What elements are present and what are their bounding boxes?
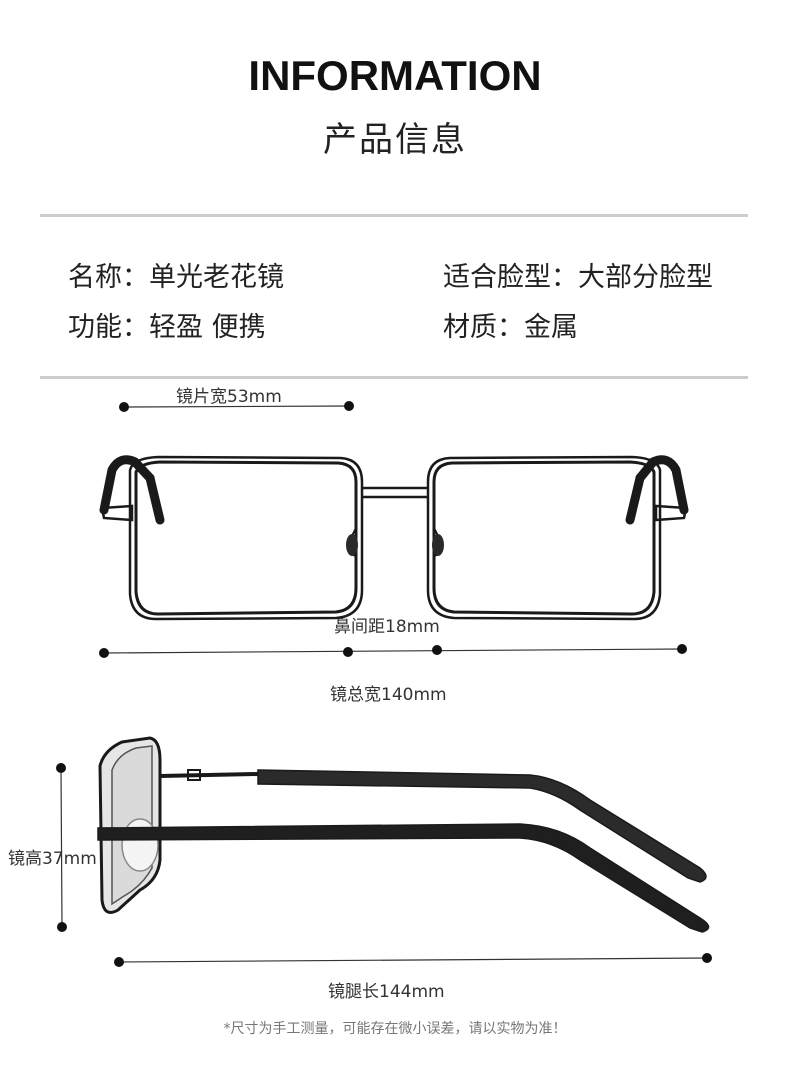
temple-length-label: 镜腿长144mm xyxy=(328,982,445,1002)
spec-name: 名称：单光老花镜 xyxy=(68,262,284,293)
bridge-width-label: 鼻间距18mm xyxy=(334,617,440,637)
spec-material: 材质：金属 xyxy=(443,312,578,343)
divider-bottom xyxy=(40,376,748,379)
total-width-measure xyxy=(99,644,687,658)
lens-height-label: 镜高37mm xyxy=(8,849,97,869)
title-chinese: 产品信息 xyxy=(323,120,467,160)
lens-width-measure xyxy=(119,401,354,412)
glasses-side-view xyxy=(97,736,710,933)
temple-length-measure xyxy=(114,953,712,967)
measurement-disclaimer: *尺寸为手工测量，可能存在微小误差，请以实物为准！ xyxy=(223,1021,567,1037)
title-english: INFORMATION xyxy=(248,52,542,99)
spec-function: 功能：轻盈 便携 xyxy=(68,312,266,343)
total-width-label: 镜总宽140mm xyxy=(330,685,447,705)
lens-width-label: 镜片宽53mm xyxy=(176,387,282,407)
lens-height-measure xyxy=(56,763,67,932)
glasses-front-view xyxy=(99,455,689,621)
spec-face-fit: 适合脸型：大部分脸型 xyxy=(443,262,713,293)
divider-top xyxy=(40,214,748,217)
